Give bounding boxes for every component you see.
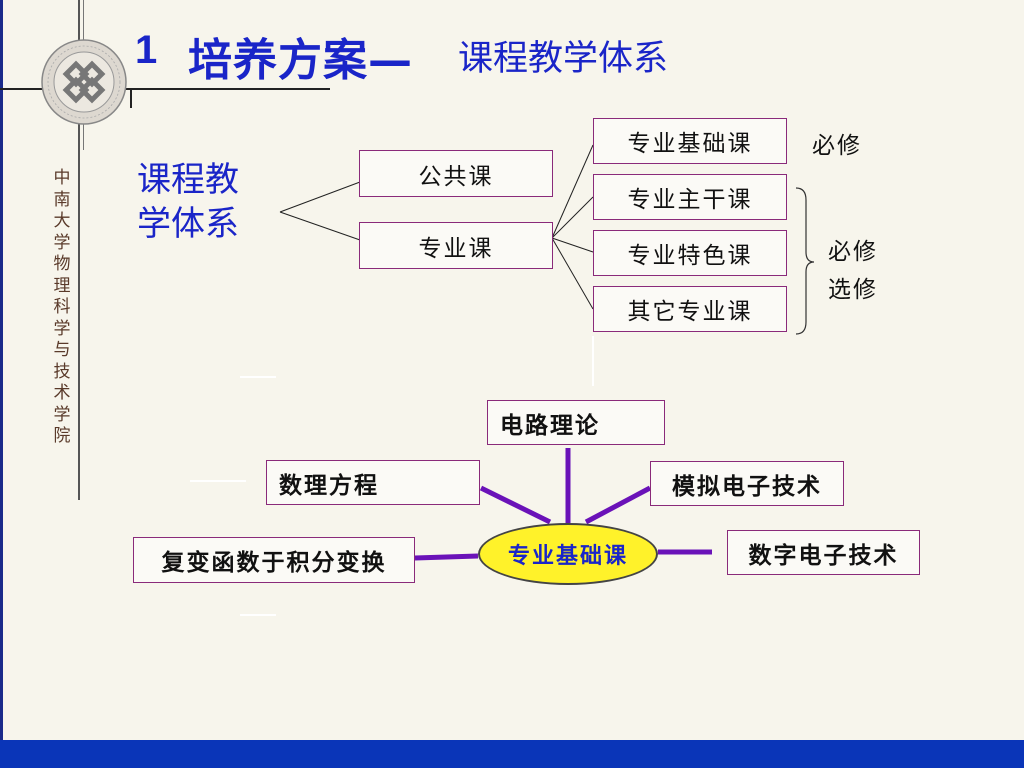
branch-major-core	[551, 196, 594, 239]
spoke-math-eq	[479, 485, 552, 525]
hub-center-foundation: 专业基础课	[478, 523, 658, 585]
spoke-complex	[414, 553, 479, 561]
note-elective-group: 选修	[828, 277, 878, 303]
node-complex-functions: 复变函数于积分变换	[133, 537, 415, 583]
college-name-vertical: 中南大学物理科学与技术学院	[53, 168, 71, 446]
title-main: 培养方案—	[188, 35, 413, 86]
title-number: 1	[135, 28, 158, 72]
title-subtitle: 课程教学体系	[458, 39, 669, 79]
branch-root-major	[279, 211, 361, 241]
bottom-bar	[0, 740, 1024, 768]
note-required-top: 必修	[812, 133, 862, 159]
node-math-physics-equations: 数理方程	[266, 460, 480, 505]
deco-tick-1	[240, 376, 276, 378]
branch-major-feature	[551, 237, 594, 253]
tree-root-label: 课程教学体系	[137, 160, 239, 244]
node-digital-electronics: 数字电子技术	[727, 530, 920, 575]
branch-major-foundation	[551, 144, 594, 239]
deco-tick-2	[190, 480, 246, 482]
box-other-major: 其它专业课	[593, 286, 787, 332]
branch-root-public	[279, 181, 361, 213]
deco-line-top	[0, 88, 330, 90]
tree-branch-lines	[279, 144, 594, 310]
branch-major-other	[551, 237, 594, 310]
deco-line-under-title	[130, 88, 132, 108]
deco-line-vertical-1	[78, 0, 80, 500]
deco-tick-4	[592, 336, 594, 386]
left-edge-bar	[0, 0, 3, 740]
curly-brace	[795, 187, 815, 335]
box-major-core: 专业主干课	[593, 174, 787, 220]
node-analog-electronics: 模拟电子技术	[650, 461, 844, 506]
hub-spokes	[414, 448, 712, 561]
box-major-foundation: 专业基础课	[593, 118, 787, 164]
spoke-analog	[584, 485, 652, 525]
node-circuit-theory: 电路理论	[487, 400, 665, 445]
box-public-course: 公共课	[359, 150, 553, 197]
box-major-course: 专业课	[359, 222, 553, 269]
deco-tick-3	[240, 614, 276, 616]
university-seal-logo	[41, 39, 127, 125]
box-major-feature: 专业特色课	[593, 230, 787, 276]
note-required-group: 必修	[828, 239, 878, 265]
